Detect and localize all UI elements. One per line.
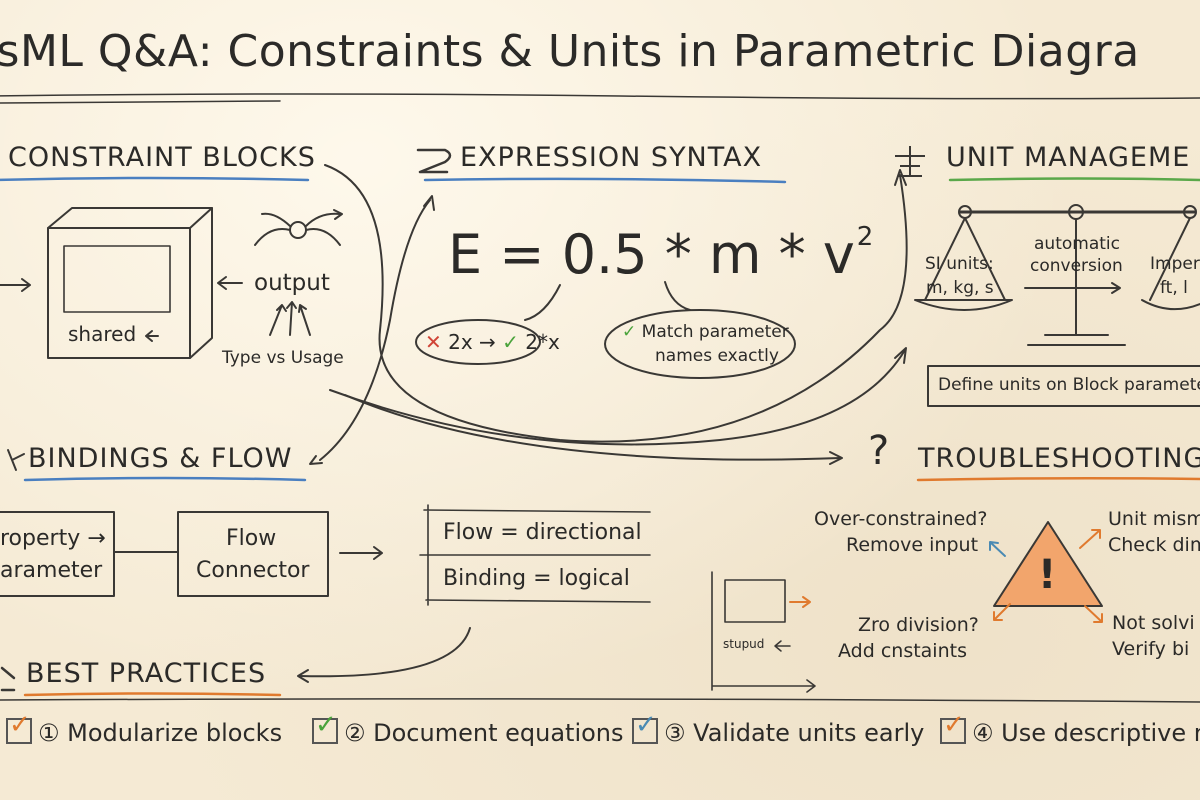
page-title: ysML Q&A: Constraints & Units in Paramet… (0, 26, 1140, 77)
binding-logical-note: Binding = logical (443, 566, 630, 591)
best-practice-item-2: ② Document equations (312, 710, 624, 747)
bindings-flow-heading: BINDINGS & FLOW (28, 443, 293, 474)
si-units-label: SI units: (925, 254, 994, 274)
parameter-label: arameter (0, 558, 103, 583)
tip-line-2: names exactly (655, 346, 779, 366)
over-constrained-label: Over-constrained? (814, 508, 988, 530)
wrong-syntax: 2x (448, 330, 473, 354)
syntax-example: ✕ 2x → ✓ 2*x (425, 330, 560, 354)
imperial-label: Imper (1150, 254, 1200, 274)
connector-label: Connector (196, 558, 310, 583)
output-label: output (254, 270, 330, 296)
check-dimensions-label: Check dim (1108, 534, 1200, 556)
define-units-note: Define units on Block paramete (938, 375, 1200, 395)
checkbox-icon (312, 710, 338, 744)
type-vs-usage-label: Type vs Usage (222, 348, 344, 368)
unit-mismatch-label: Unit mism (1108, 508, 1200, 530)
arrow-icon: → (479, 330, 496, 354)
best-practice-item-1: ① Modularize blocks (6, 710, 282, 747)
add-constraints-label: Add cnstaints (838, 640, 967, 662)
property-label: roperty → (0, 526, 106, 551)
zero-division-label: Zro division? (858, 614, 979, 636)
imperial-list: ft, l (1160, 278, 1188, 298)
checkbox-icon (6, 710, 32, 744)
checkbox-icon (940, 710, 966, 744)
troubleshooting-heading: TROUBLESHOOTING (918, 443, 1200, 474)
unit-management-heading: UNIT MANAGEME (946, 142, 1191, 173)
question-icon: ? (868, 428, 890, 474)
formula-main: E = 0.5 * m * v (448, 223, 855, 286)
sketch-label: stupud (723, 637, 765, 651)
si-units-list: m, kg, s (926, 278, 994, 298)
tip-line-1: ✓ Match parameter (622, 322, 789, 342)
warning-icon: ! (1038, 552, 1057, 598)
best-practice-item-3: ③ Validate units early (632, 710, 924, 747)
check-icon: ✓ (622, 322, 642, 342)
constraint-blocks-heading: CONSTRAINT BLOCKS (8, 142, 316, 173)
automatic-label: automatic (1034, 234, 1120, 254)
not-solving-label: Not solvi (1112, 612, 1195, 634)
shared-label: shared (68, 322, 137, 346)
expression-syntax-heading: EXPRESSION SYNTAX (460, 142, 763, 173)
verify-bindings-label: Verify bi (1112, 638, 1190, 660)
flow-label: Flow (226, 526, 277, 551)
formula: E = 0.5 * m * v2 (448, 222, 873, 286)
best-practices-heading: BEST PRACTICES (26, 658, 267, 689)
formula-exponent: 2 (856, 222, 874, 252)
flow-directional-note: Flow = directional (443, 520, 642, 545)
remove-input-label: Remove input (846, 534, 979, 556)
right-syntax: 2*x (525, 330, 560, 354)
best-practice-item-4: ④ Use descriptive na (940, 710, 1200, 747)
conversion-label: conversion (1030, 256, 1123, 276)
cross-icon: ✕ (425, 330, 442, 354)
checkbox-icon (632, 710, 658, 744)
check-icon: ✓ (502, 330, 519, 354)
